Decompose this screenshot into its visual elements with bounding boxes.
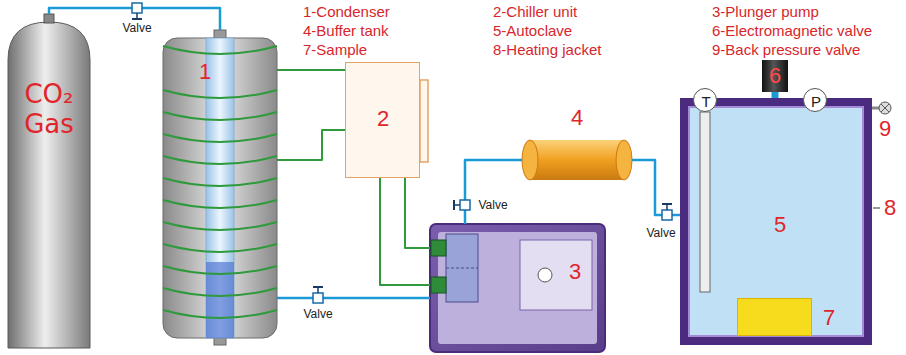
gauge-letter: T xyxy=(701,94,710,109)
callout-number: 8 xyxy=(884,197,896,219)
valve-handle xyxy=(313,286,323,288)
pump-head-divider xyxy=(446,268,478,269)
pump-face xyxy=(438,232,597,344)
gas-cylinder xyxy=(8,22,90,348)
legend-entry: 4-Buffer tank xyxy=(303,21,389,40)
callout-number: 5 xyxy=(774,214,786,236)
coil-turn xyxy=(163,112,277,120)
tank-cap xyxy=(522,140,538,180)
pump-cooling-port xyxy=(431,277,446,293)
coil-turn xyxy=(163,178,277,186)
sample-block: 7 xyxy=(737,298,812,336)
pressure-gauge: P xyxy=(803,88,827,112)
legend-entry: 7-Sample xyxy=(303,40,367,59)
cooling-coil xyxy=(163,46,277,318)
callout-number: 2 xyxy=(377,108,389,130)
chiller-box: 2 xyxy=(345,62,420,178)
valve-body xyxy=(460,200,470,210)
pump-housing xyxy=(430,224,605,352)
leader-line xyxy=(873,208,880,209)
co2-pipe xyxy=(632,160,680,215)
coil-turn xyxy=(163,134,277,142)
pump-knob xyxy=(538,268,552,282)
coolant-line xyxy=(277,69,345,71)
cylinder-neck xyxy=(44,14,54,23)
chiller-panel xyxy=(420,80,428,162)
legend-entry: 5-Autoclave xyxy=(493,21,572,40)
gauge-letter: P xyxy=(811,94,821,109)
pump-head xyxy=(446,234,478,302)
condenser-tube xyxy=(206,38,234,338)
valve-label: Valve xyxy=(120,21,153,35)
condenser-node: 1 xyxy=(163,30,277,345)
valve-handle xyxy=(453,200,455,210)
callout-number: 6 xyxy=(769,65,781,87)
valve-label: Valve xyxy=(301,307,334,321)
pump-cooling-port xyxy=(431,240,446,256)
legend-entry: 8-Heating jacket xyxy=(493,40,601,59)
pump-node: 3 xyxy=(430,224,605,352)
tank-cap xyxy=(616,140,632,180)
valve-handle xyxy=(662,203,672,205)
valve-label: Valve xyxy=(644,226,677,240)
valve-body xyxy=(662,210,672,220)
buffer-tank-node: 4 xyxy=(522,140,632,180)
coil-turn xyxy=(163,156,277,164)
coil-turn xyxy=(163,288,277,296)
callout-number: 7 xyxy=(823,307,835,329)
legend-entry: 1-Condenser xyxy=(303,2,390,21)
valve-body xyxy=(132,3,142,13)
valve-label: Valve xyxy=(476,198,509,212)
thermocouple-probe xyxy=(700,112,710,292)
coil-turn xyxy=(163,90,277,98)
coil-turn xyxy=(163,310,277,318)
coil-turn xyxy=(163,46,277,54)
gas-cylinder-node: CO₂ Gas xyxy=(8,14,90,348)
autoclave-node: 5TP7 xyxy=(680,98,872,345)
valve-symbol xyxy=(313,287,323,303)
coil-turn xyxy=(163,200,277,208)
legend-entry: 3-Plunger pump xyxy=(712,2,819,21)
condenser-body xyxy=(163,38,277,338)
valve-body xyxy=(313,293,323,303)
coolant-line xyxy=(277,130,345,160)
heating-jacket xyxy=(684,102,868,341)
co2-pipe xyxy=(465,160,522,224)
valve-handle xyxy=(132,18,142,20)
legend-entry: 9-Back pressure valve xyxy=(712,40,860,59)
coolant-line xyxy=(405,178,430,248)
coil-turn xyxy=(163,222,277,230)
valve-symbol xyxy=(132,3,142,19)
co2-pipe xyxy=(277,297,430,300)
legend-entry: 2-Chiller unit xyxy=(493,2,577,21)
valve-stem xyxy=(872,107,879,110)
coolant-line xyxy=(380,178,430,285)
legend-entry: 6-Electromagnetic valve xyxy=(712,21,872,40)
cylinder-label: CO₂ Gas xyxy=(12,80,86,140)
jacket-inner-line xyxy=(689,107,863,336)
vent-pipe xyxy=(772,92,779,98)
electromagnetic-valve: 6 xyxy=(762,60,788,92)
callout-number: 9 xyxy=(879,118,891,140)
callout-number: 3 xyxy=(569,261,581,283)
coil-turn xyxy=(163,266,277,274)
valve-cross xyxy=(881,104,889,112)
valve-cross xyxy=(881,104,889,112)
valve-symbol xyxy=(662,204,672,220)
back-pressure-valve xyxy=(879,102,891,114)
coil-turn xyxy=(163,244,277,252)
tank-body xyxy=(530,140,624,180)
callout-number: 4 xyxy=(571,107,583,129)
temperature-gauge: T xyxy=(693,88,717,112)
callout-number: 1 xyxy=(199,61,211,83)
pump-panel xyxy=(520,240,592,310)
valve-symbol xyxy=(454,200,470,210)
